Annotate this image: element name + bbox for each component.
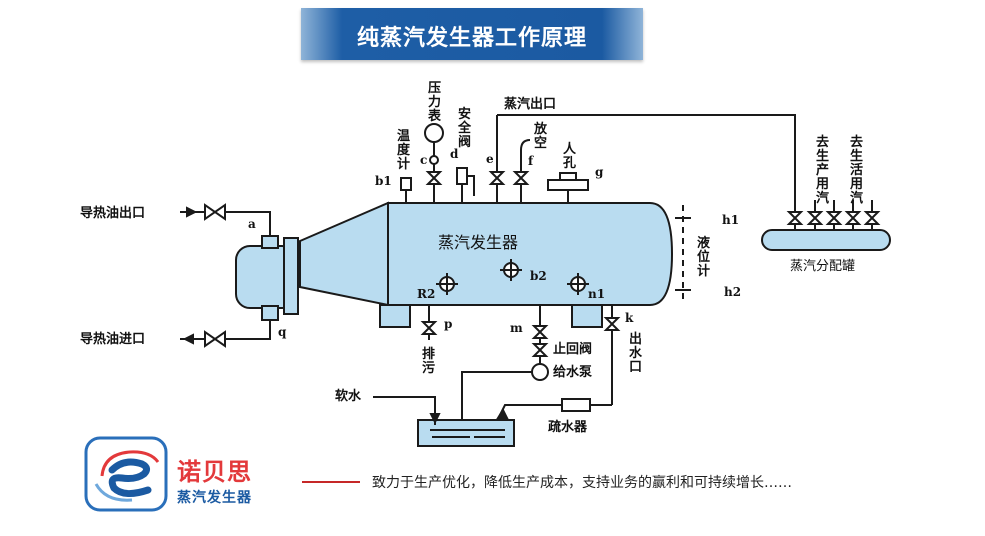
drain-label: 排 污 xyxy=(422,346,435,376)
vessel-label: 蒸汽发生器 xyxy=(438,233,518,252)
point-e: e xyxy=(486,152,494,166)
svg-text:温: 温 xyxy=(397,129,410,144)
svg-text:表: 表 xyxy=(427,108,442,124)
svg-text:用: 用 xyxy=(815,177,829,192)
point-b1: b1 xyxy=(375,174,392,188)
point-d: d xyxy=(450,147,459,161)
point-b2: b2 xyxy=(530,269,547,283)
svg-text:去: 去 xyxy=(850,134,863,150)
oil-outlet-label: 导热油出口 xyxy=(80,205,145,221)
point-m: m xyxy=(510,321,523,335)
point-k: k xyxy=(625,311,634,325)
svg-text:排: 排 xyxy=(422,346,435,362)
svg-text:孔: 孔 xyxy=(563,156,576,171)
svg-text:阀: 阀 xyxy=(458,134,471,150)
sight-glass-icons xyxy=(436,259,589,295)
point-p: p xyxy=(444,317,452,331)
oil-outlet-valve xyxy=(204,203,226,221)
svg-text:污: 污 xyxy=(422,360,435,376)
oil-inlet-valve xyxy=(204,330,226,348)
check-valve-label: 止回阀 xyxy=(553,341,592,357)
svg-text:生: 生 xyxy=(850,148,863,164)
distributor-label: 蒸汽分配罐 xyxy=(790,259,855,274)
point-h1: h1 xyxy=(722,213,739,227)
svg-text:汽: 汽 xyxy=(816,190,829,206)
svg-text:汽: 汽 xyxy=(850,190,863,206)
brand-subtitle: 蒸汽发生器 xyxy=(177,490,252,506)
svg-text:压: 压 xyxy=(428,81,441,96)
svg-text:用: 用 xyxy=(849,177,863,192)
water-outlet-label: 出 水 口 xyxy=(629,331,643,375)
svg-text:全: 全 xyxy=(457,120,472,136)
svg-text:计: 计 xyxy=(697,263,710,279)
point-r2: R2 xyxy=(417,287,435,301)
title-banner: 纯蒸汽发生器工作原理 xyxy=(301,8,643,60)
safety-valve-icon xyxy=(456,167,468,185)
svg-text:位: 位 xyxy=(697,249,710,265)
page-title: 纯蒸汽发生器工作原理 xyxy=(356,26,587,51)
point-g: g xyxy=(595,165,604,179)
flange xyxy=(283,237,299,315)
to-production-label: 去 生 产 用 汽 xyxy=(815,134,829,206)
svg-text:水: 水 xyxy=(629,345,643,361)
water-tank xyxy=(417,419,515,447)
point-c: c xyxy=(420,153,427,167)
support-left xyxy=(379,304,411,328)
svg-text:度: 度 xyxy=(397,142,411,158)
thermometer-label: 温 度 计 xyxy=(397,129,411,172)
steam-distributor-tank xyxy=(761,229,891,251)
oil-inlet-label: 导热油进口 xyxy=(80,331,145,347)
steam-outlet-label: 蒸汽出口 xyxy=(504,96,556,112)
svg-text:出: 出 xyxy=(629,331,642,347)
manhole-icon xyxy=(547,179,589,191)
point-f: f xyxy=(528,154,534,168)
svg-text:计: 计 xyxy=(397,156,410,172)
point-h2: h2 xyxy=(724,285,741,299)
point-n1: n1 xyxy=(588,287,605,301)
steam-trap-icon xyxy=(561,398,591,412)
brand-logo xyxy=(84,436,168,512)
vessel-body xyxy=(387,202,674,306)
svg-text:力: 力 xyxy=(428,94,441,110)
svg-text:活: 活 xyxy=(850,162,863,178)
pressure-gauge-icon xyxy=(424,123,444,143)
vessel-cone xyxy=(299,201,389,307)
manhole-label: 人 孔 xyxy=(563,141,577,171)
support-right xyxy=(571,304,603,328)
footer-slogan: 致力于生产优化，降低生产成本，支持业务的赢利和可持续增长…… xyxy=(372,475,792,491)
to-living-label: 去 生 活 用 汽 xyxy=(849,134,863,206)
svg-text:安: 安 xyxy=(458,106,471,122)
svg-text:口: 口 xyxy=(629,360,642,375)
svg-text:放: 放 xyxy=(533,121,548,137)
svg-text:去: 去 xyxy=(816,134,829,150)
trap-label: 疏水器 xyxy=(548,419,588,435)
svg-text:人: 人 xyxy=(563,141,577,157)
level-gauge-label: 液 位 计 xyxy=(697,235,710,279)
pressure-gauge-label: 压 力 表 xyxy=(427,81,442,124)
point-q: q xyxy=(278,325,287,339)
svg-text:液: 液 xyxy=(697,235,710,251)
feed-pump-icon xyxy=(531,363,549,381)
point-a: a xyxy=(248,217,256,231)
svg-text:生: 生 xyxy=(816,148,829,164)
footer-divider xyxy=(302,481,360,483)
feed-pump-label: 给水泵 xyxy=(553,364,592,380)
safety-valve-label: 安 全 阀 xyxy=(457,106,472,150)
vent-label: 放 空 xyxy=(533,121,548,151)
svg-text:空: 空 xyxy=(534,135,547,151)
svg-text:产: 产 xyxy=(816,162,829,178)
soft-water-label: 软水 xyxy=(335,388,362,404)
brand-name: 诺贝思 xyxy=(177,458,252,486)
